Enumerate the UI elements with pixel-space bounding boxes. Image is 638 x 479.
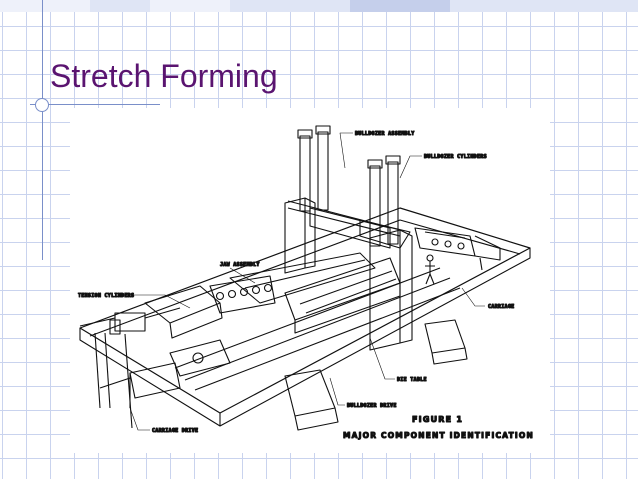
left-accent-rule	[42, 0, 43, 260]
figure-caption-number: FIGURE 1	[412, 415, 463, 424]
decor-block	[0, 0, 90, 12]
label-bulldozer-drive: BULLDOZER DRIVE	[347, 403, 397, 409]
bulldozer-frame	[284, 197, 413, 351]
decor-block	[350, 0, 450, 12]
far-carriage	[414, 227, 501, 271]
figure-caption-text: MAJOR COMPONENT IDENTIFICATION	[343, 431, 534, 440]
label-bulldozer-cylinders: BULLDOZER CYLINDERS	[424, 154, 487, 160]
rule-knob-icon	[35, 98, 49, 112]
slide-title: Stretch Forming	[50, 58, 278, 94]
label-carriage-drive: CARRIAGE DRIVE	[152, 428, 198, 434]
decor-block	[450, 0, 638, 12]
press-line-drawing: BULLDOZER ASSEMBLY BULLDOZER CYLINDERS J…	[77, 125, 534, 441]
decor-block	[90, 0, 150, 12]
operator-figure	[425, 254, 435, 285]
near-carriage	[99, 339, 231, 408]
title-underline-rule	[30, 104, 160, 105]
jaw-assembly	[209, 275, 276, 314]
tension-cylinders	[79, 285, 223, 429]
top-decor-bar	[0, 0, 638, 12]
leader-lines	[129, 132, 485, 431]
workpiece-sheet	[229, 252, 376, 304]
foundation-piers	[284, 319, 468, 431]
figure-stretch-press-diagram: BULLDOZER ASSEMBLY BULLDOZER CYLINDERS J…	[70, 108, 550, 453]
label-tension-cylinders: TENSION CYLINDERS	[78, 293, 134, 299]
decor-block	[150, 0, 230, 12]
label-jaw-assembly: JAW ASSEMBLY	[220, 262, 260, 268]
label-bulldozer-assembly: BULLDOZER ASSEMBLY	[355, 131, 415, 137]
label-die-table: DIE TABLE	[397, 377, 427, 383]
label-carriage: CARRIAGE	[488, 304, 514, 310]
bulldozer-cylinders	[297, 125, 411, 249]
decor-block	[230, 0, 350, 12]
